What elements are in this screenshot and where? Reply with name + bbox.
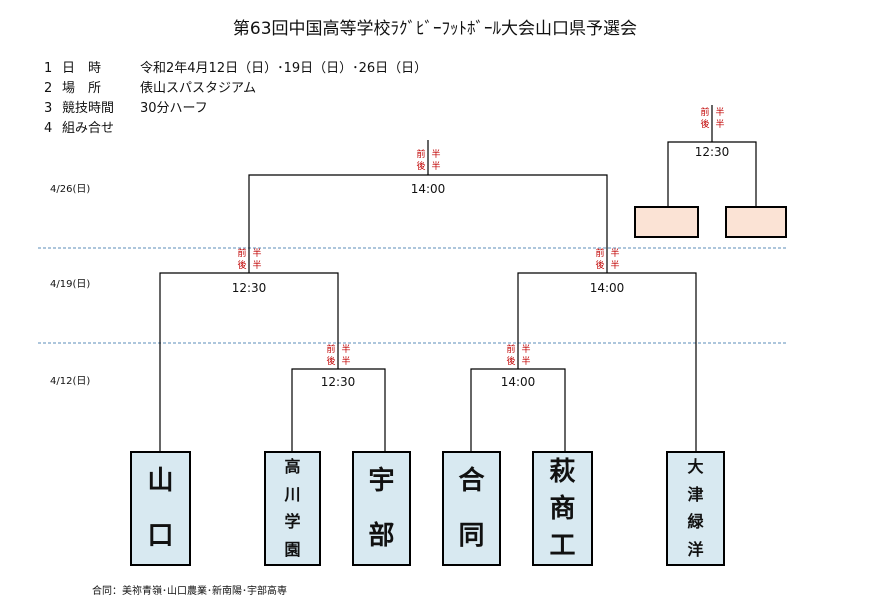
half-marker: 前後 xyxy=(700,108,710,130)
result-box-final xyxy=(634,206,699,238)
date-round-first: 4/12(日) xyxy=(50,376,91,387)
info-line-duration: 3 競技時間 30分ハーフ xyxy=(44,101,208,117)
date-round-final: 4/26(日) xyxy=(50,184,91,195)
date-round-semi: 4/19(日) xyxy=(50,279,91,290)
info-line-venue: 2 場 所 俵山スパスタジアム xyxy=(44,81,256,97)
info-num: 4 xyxy=(44,121,53,136)
match-time-semi-left: 12:30 xyxy=(231,281,267,295)
info-label: 競技時間 xyxy=(62,101,115,116)
half-marker: 前後 xyxy=(416,150,426,172)
team-char: 緑 xyxy=(687,512,704,532)
info-label: 日 時 xyxy=(62,61,102,76)
team-box-yamaguchi: 山 口 xyxy=(130,451,191,566)
team-char: 合 xyxy=(458,465,485,496)
team-char: 川 xyxy=(284,484,301,504)
half-marker: 半半 xyxy=(341,345,351,367)
result-box-third xyxy=(725,206,787,238)
half-marker: 半半 xyxy=(521,345,531,367)
team-char: 萩 xyxy=(549,456,576,487)
match-time-r1-left: 12:30 xyxy=(320,375,356,389)
team-char: 商 xyxy=(549,493,576,524)
info-label: 組み合せ xyxy=(62,121,115,136)
half-marker: 半半 xyxy=(252,249,262,271)
match-time-final: 14:00 xyxy=(410,182,446,196)
half-marker: 半半 xyxy=(431,150,441,172)
team-char: 園 xyxy=(284,540,301,560)
info-value: 30分ハーフ xyxy=(140,101,208,116)
team-char: 部 xyxy=(368,521,395,552)
team-char: 山 xyxy=(147,465,174,496)
match-time-r1-right: 14:00 xyxy=(500,375,536,389)
team-char: 学 xyxy=(284,512,301,532)
team-char: 大 xyxy=(687,456,704,476)
team-char: 高 xyxy=(284,456,301,476)
match-time-third: 12:30 xyxy=(694,145,730,159)
half-marker: 前後 xyxy=(326,345,336,367)
match-time-semi-right: 14:00 xyxy=(589,281,625,295)
team-char: 工 xyxy=(549,530,576,561)
info-line-bracket: 4 組み合せ xyxy=(44,121,140,137)
half-marker: 前後 xyxy=(595,249,605,271)
info-value: 令和2年4月12日（日）･19日（日）･26日（日） xyxy=(140,61,428,76)
half-marker: 半半 xyxy=(610,249,620,271)
bracket-semi-left xyxy=(159,272,339,451)
bracket-semi-right xyxy=(517,272,697,451)
team-box-takagawa-gakuen: 高 川 学 園 xyxy=(264,451,321,566)
team-box-hagi-shoko: 萩 商 工 xyxy=(532,451,593,566)
team-box-otsu-ryokuyo: 大 津 緑 洋 xyxy=(666,451,725,566)
team-char: 宇 xyxy=(368,465,395,496)
info-line-datetime: 1 日 時 令和2年4月12日（日）･19日（日）･26日（日） xyxy=(44,61,427,77)
info-label: 場 所 xyxy=(62,81,102,96)
team-box-ube: 宇 部 xyxy=(352,451,411,566)
footnote-joint-team: 合同：美祢青嶺･山口農業･新南陽･宇部高専 xyxy=(92,586,287,597)
info-num: 3 xyxy=(44,101,53,116)
page-title: 第63回中国高等学校ﾗｸﾞﾋﾞｰﾌｯﾄﾎﾞｰﾙ大会山口県予選会 xyxy=(232,19,638,39)
info-value: 俵山スパスタジアム xyxy=(140,81,257,96)
half-marker: 前後 xyxy=(237,249,247,271)
team-char: 津 xyxy=(687,484,704,504)
team-char: 同 xyxy=(458,521,485,552)
team-box-godo: 合 同 xyxy=(442,451,501,566)
half-marker: 前後 xyxy=(506,345,516,367)
team-char: 洋 xyxy=(687,540,704,560)
info-num: 2 xyxy=(44,81,53,96)
info-num: 1 xyxy=(44,61,53,76)
half-marker: 半半 xyxy=(715,108,725,130)
team-char: 口 xyxy=(147,521,174,552)
